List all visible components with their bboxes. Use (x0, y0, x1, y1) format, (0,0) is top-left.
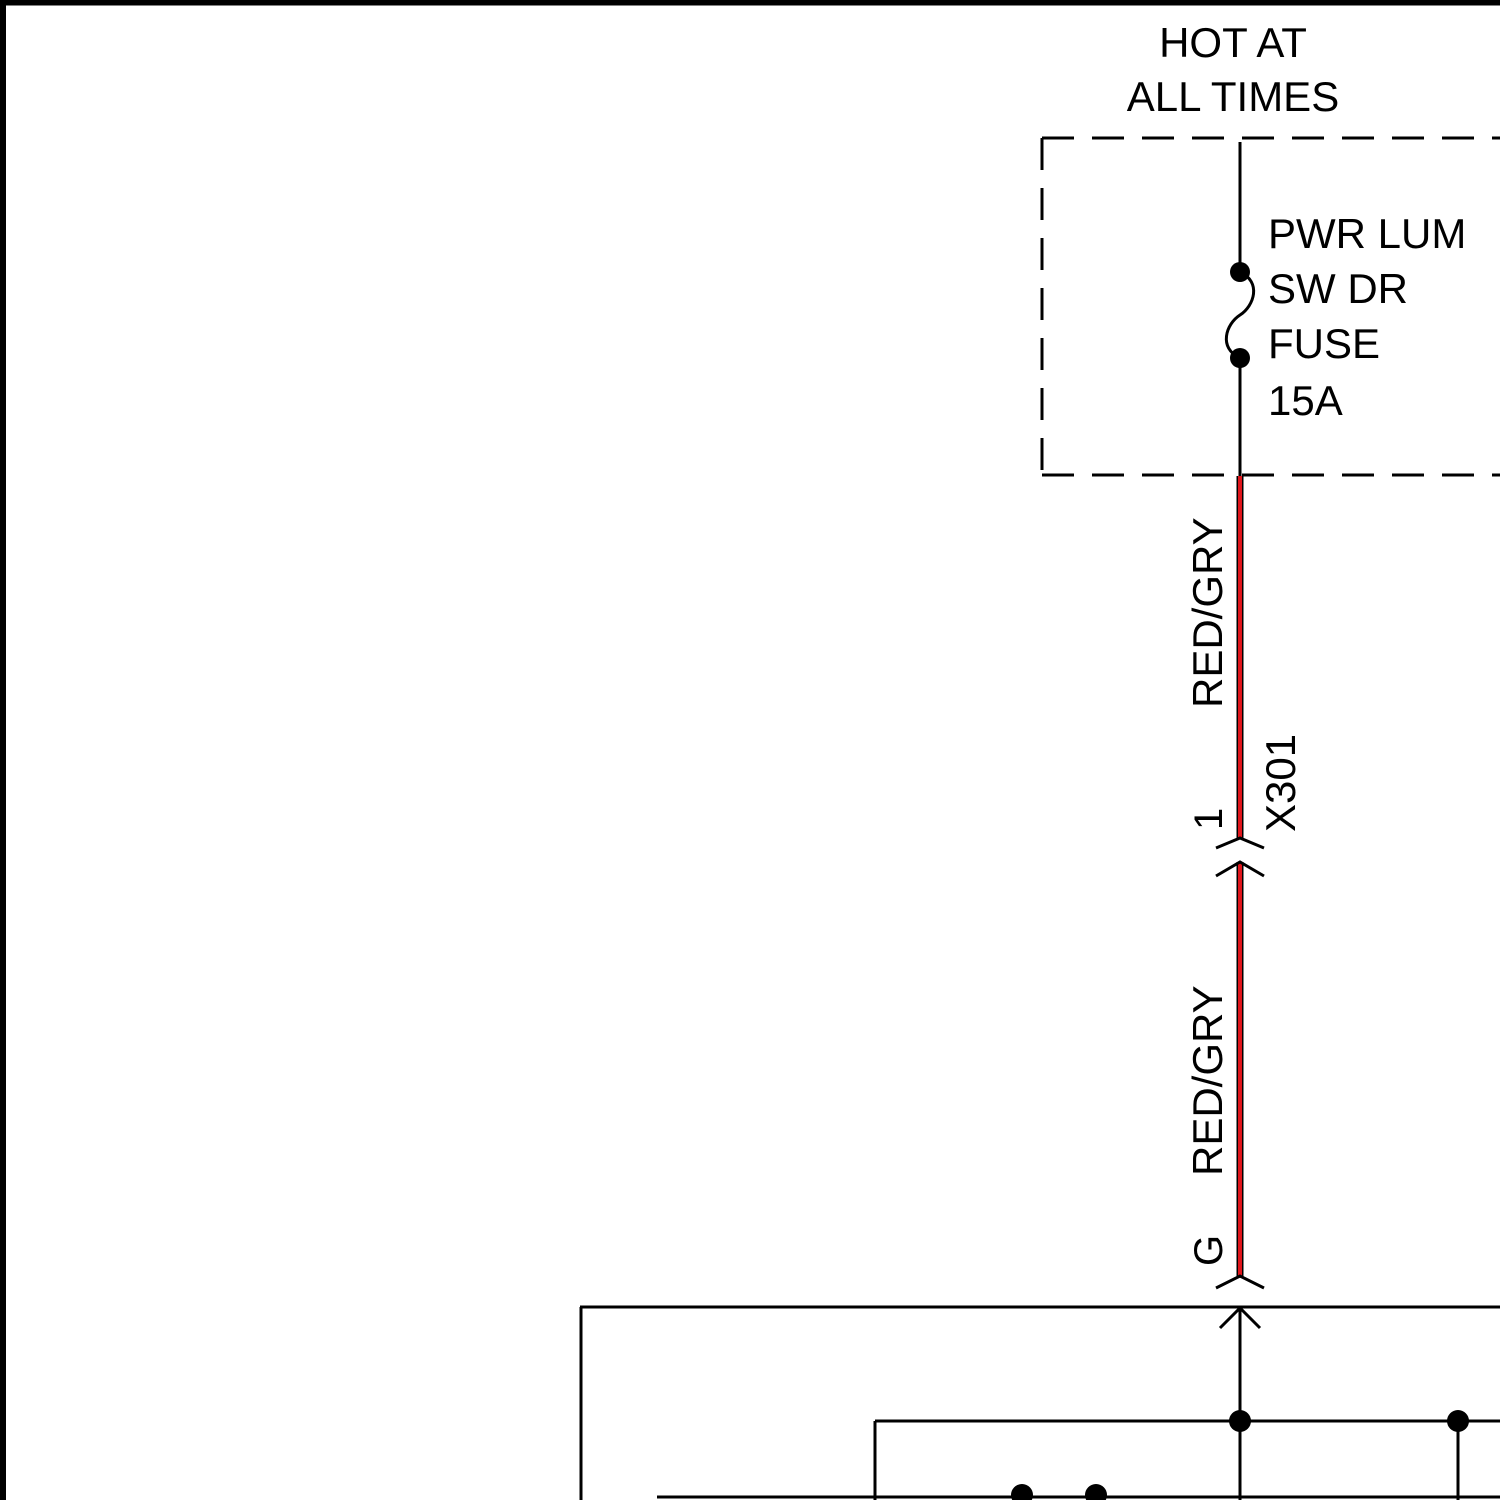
module-connector-pin: G (1187, 1235, 1231, 1266)
inline-connector-pin: 1 (1187, 808, 1231, 830)
fuse-terminal-top (1230, 262, 1250, 282)
wire-color-label-upper: RED/GRY (1184, 517, 1231, 708)
fuse-symbol (1226, 272, 1253, 358)
junction-dot (1229, 1410, 1251, 1432)
module-outline (580, 1307, 1500, 1500)
supply-label-line1: HOT AT (1159, 19, 1307, 66)
module-internal-wiring (657, 1310, 1500, 1500)
supply-label-line2: ALL TIMES (1127, 73, 1339, 120)
fuse-name-line2: SW DR (1268, 265, 1408, 312)
wire-color-label-lower: RED/GRY (1184, 985, 1231, 1176)
junction-dot (1447, 1410, 1469, 1432)
fuse-name-line3: FUSE (1268, 320, 1380, 367)
fuse-name-line1: PWR LUM (1268, 210, 1466, 257)
junction-dot (1085, 1484, 1107, 1500)
inline-connector-id: X301 (1257, 734, 1304, 832)
junction-dot (1011, 1484, 1033, 1500)
fuse-rating: 15A (1268, 377, 1343, 424)
fuse-terminal-bottom (1230, 348, 1250, 368)
